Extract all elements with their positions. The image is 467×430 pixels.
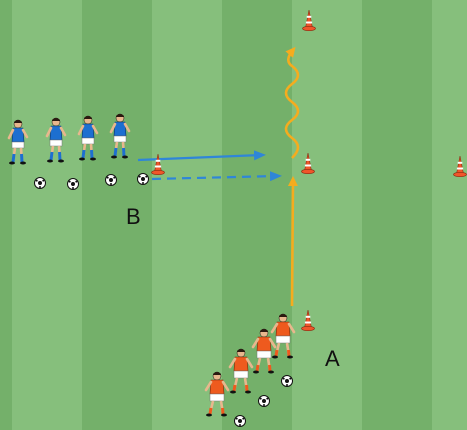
run-with-ball-path xyxy=(284,46,300,307)
group-b-label: B xyxy=(126,204,141,229)
ball-icon xyxy=(105,174,117,186)
group-a-label: A xyxy=(325,346,340,371)
ball-icon xyxy=(281,375,293,387)
ball-icon xyxy=(258,395,270,407)
ball-icon xyxy=(234,415,246,427)
ball-icon xyxy=(34,177,46,189)
ball-icon xyxy=(137,173,149,185)
ball-icon xyxy=(67,178,79,190)
